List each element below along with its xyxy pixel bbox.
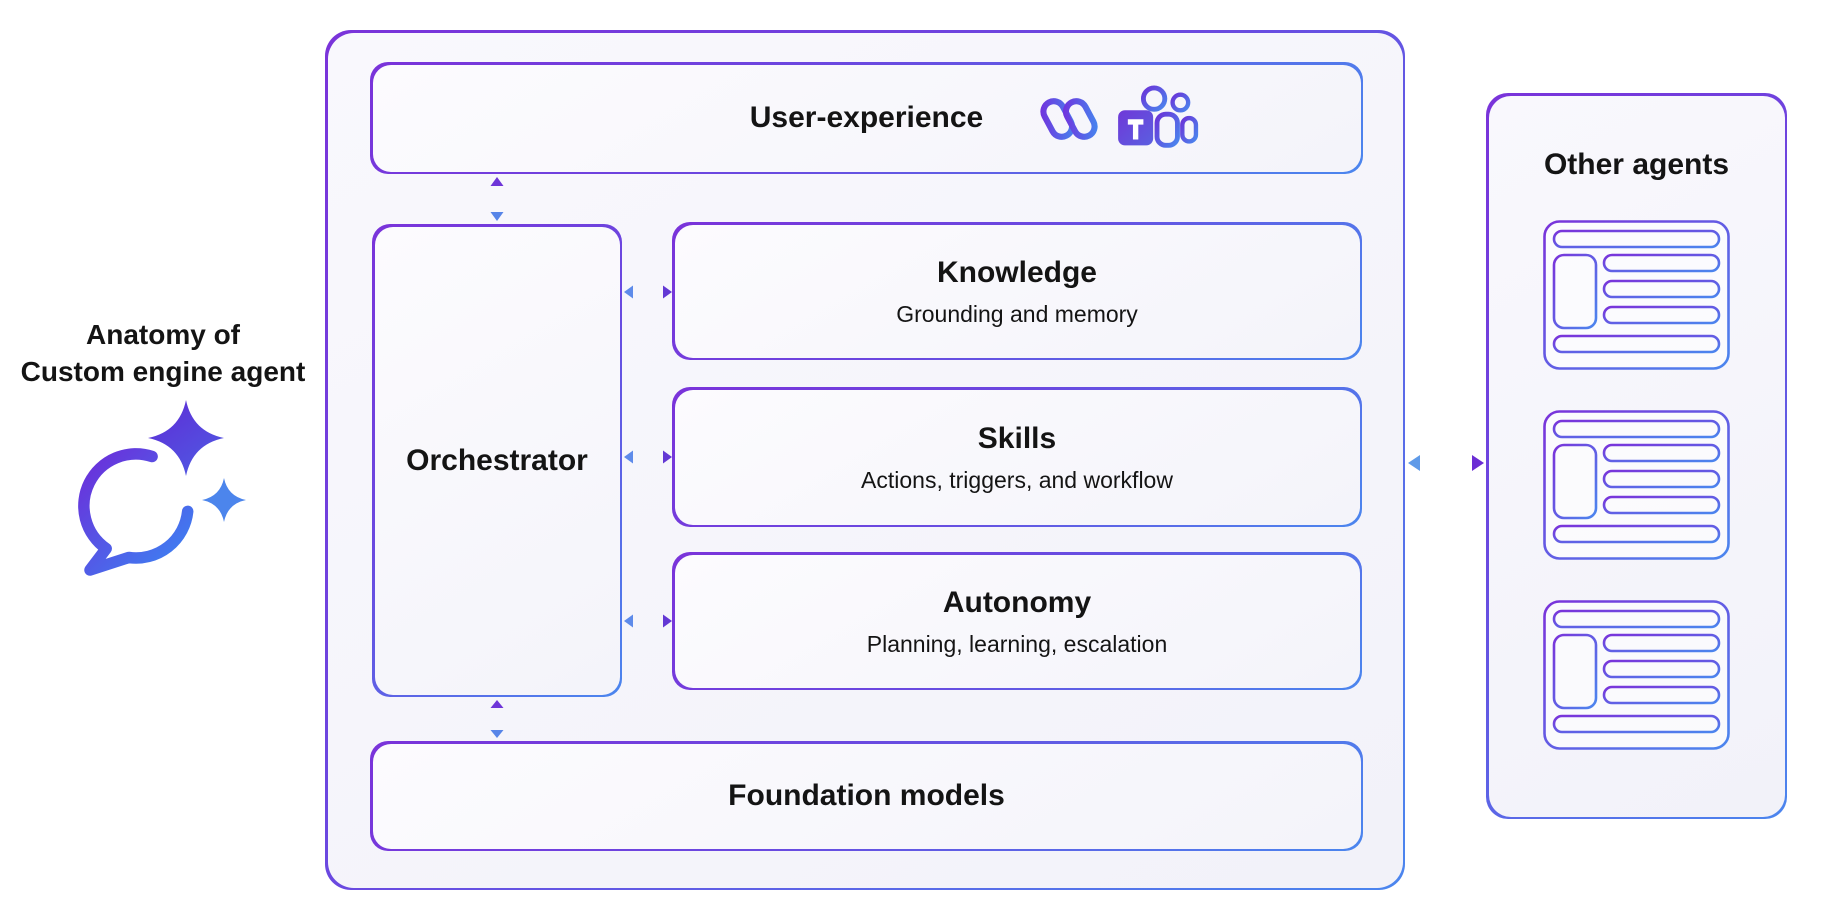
knowledge-title: Knowledge: [936, 256, 1097, 289]
arrow-orchestrator-foundation: [490, 700, 504, 738]
copilot-icon: [1039, 97, 1098, 140]
sparkle-large: [148, 400, 224, 476]
arrow-orchestrator-knowledge: [624, 285, 672, 299]
orchestrator-box: Orchestrator: [372, 224, 622, 697]
teams-head-small: [1169, 92, 1190, 112]
arrow-orchestrator-autonomy: [624, 614, 672, 628]
autonomy-box: Autonomy Planning, learning, escalation: [672, 552, 1362, 690]
agent-card: [1543, 219, 1730, 370]
arrow-container-other-agents: [1408, 455, 1484, 471]
agent-card: [1543, 409, 1730, 560]
teams-body-small: [1179, 115, 1198, 144]
teams-t-letter: [1127, 118, 1143, 139]
knowledge-subtitle: Grounding and memory: [896, 301, 1138, 327]
orchestrator-title: Orchestrator: [406, 443, 588, 477]
teams-icon: [1117, 84, 1198, 148]
chat-sparkle-icon: [78, 400, 246, 576]
caption-line-2: Custom engine agent: [20, 356, 306, 387]
teams-head-large: [1140, 84, 1167, 112]
sparkle-small: [202, 478, 246, 522]
agent-card: [1543, 599, 1730, 750]
user-experience-box: User-experience: [370, 62, 1363, 174]
foundation-models-box: Foundation models: [370, 741, 1363, 851]
arrow-ux-orchestrator: [490, 177, 504, 221]
skills-subtitle: Actions, triggers, and workflow: [861, 467, 1173, 493]
diagram-caption: Anatomy of Custom engine agent: [14, 316, 312, 390]
skills-title: Skills: [977, 422, 1057, 455]
caption-line-1: Anatomy of: [86, 319, 240, 350]
teams-body-large: [1154, 111, 1180, 148]
autonomy-title: Autonomy: [942, 586, 1092, 619]
other-agents-panel: Other agents: [1486, 93, 1787, 819]
other-agents-title: Other agents: [1543, 147, 1730, 181]
arrow-orchestrator-skills: [624, 450, 672, 464]
foundation-models-title: Foundation models: [728, 779, 1005, 812]
autonomy-subtitle: Planning, learning, escalation: [866, 631, 1168, 657]
knowledge-box: Knowledge Grounding and memory: [672, 222, 1362, 360]
other-agents-cards: [1543, 219, 1730, 750]
skills-box: Skills Actions, triggers, and workflow: [672, 387, 1362, 527]
user-experience-title: User-experience: [749, 101, 984, 134]
chat-bubble-outline: [78, 448, 194, 576]
